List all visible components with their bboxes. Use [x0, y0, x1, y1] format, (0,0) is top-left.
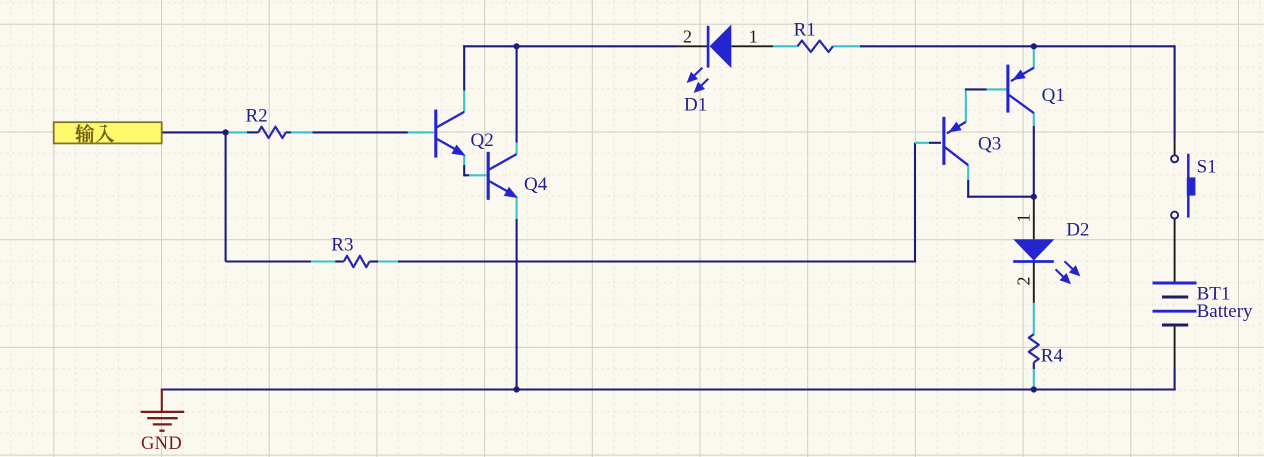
svg-text:Q4: Q4	[524, 174, 548, 195]
svg-text:Q1: Q1	[1042, 85, 1065, 106]
svg-text:S1: S1	[1197, 157, 1217, 178]
svg-text:R1: R1	[794, 19, 816, 40]
svg-text:1: 1	[749, 26, 758, 46]
svg-text:Battery: Battery	[1197, 301, 1253, 322]
svg-text:R2: R2	[246, 106, 268, 127]
svg-text:R4: R4	[1041, 345, 1064, 366]
svg-text:R3: R3	[331, 234, 353, 255]
svg-text:GND: GND	[141, 434, 182, 454]
svg-text:Q2: Q2	[471, 130, 494, 151]
svg-text:2: 2	[683, 26, 692, 46]
svg-text:Q3: Q3	[978, 134, 1001, 155]
svg-text:BT1: BT1	[1197, 284, 1231, 305]
svg-text:D1: D1	[684, 95, 707, 116]
svg-text:2: 2	[1014, 277, 1034, 286]
svg-text:1: 1	[1014, 214, 1034, 223]
svg-text:D2: D2	[1066, 219, 1089, 240]
